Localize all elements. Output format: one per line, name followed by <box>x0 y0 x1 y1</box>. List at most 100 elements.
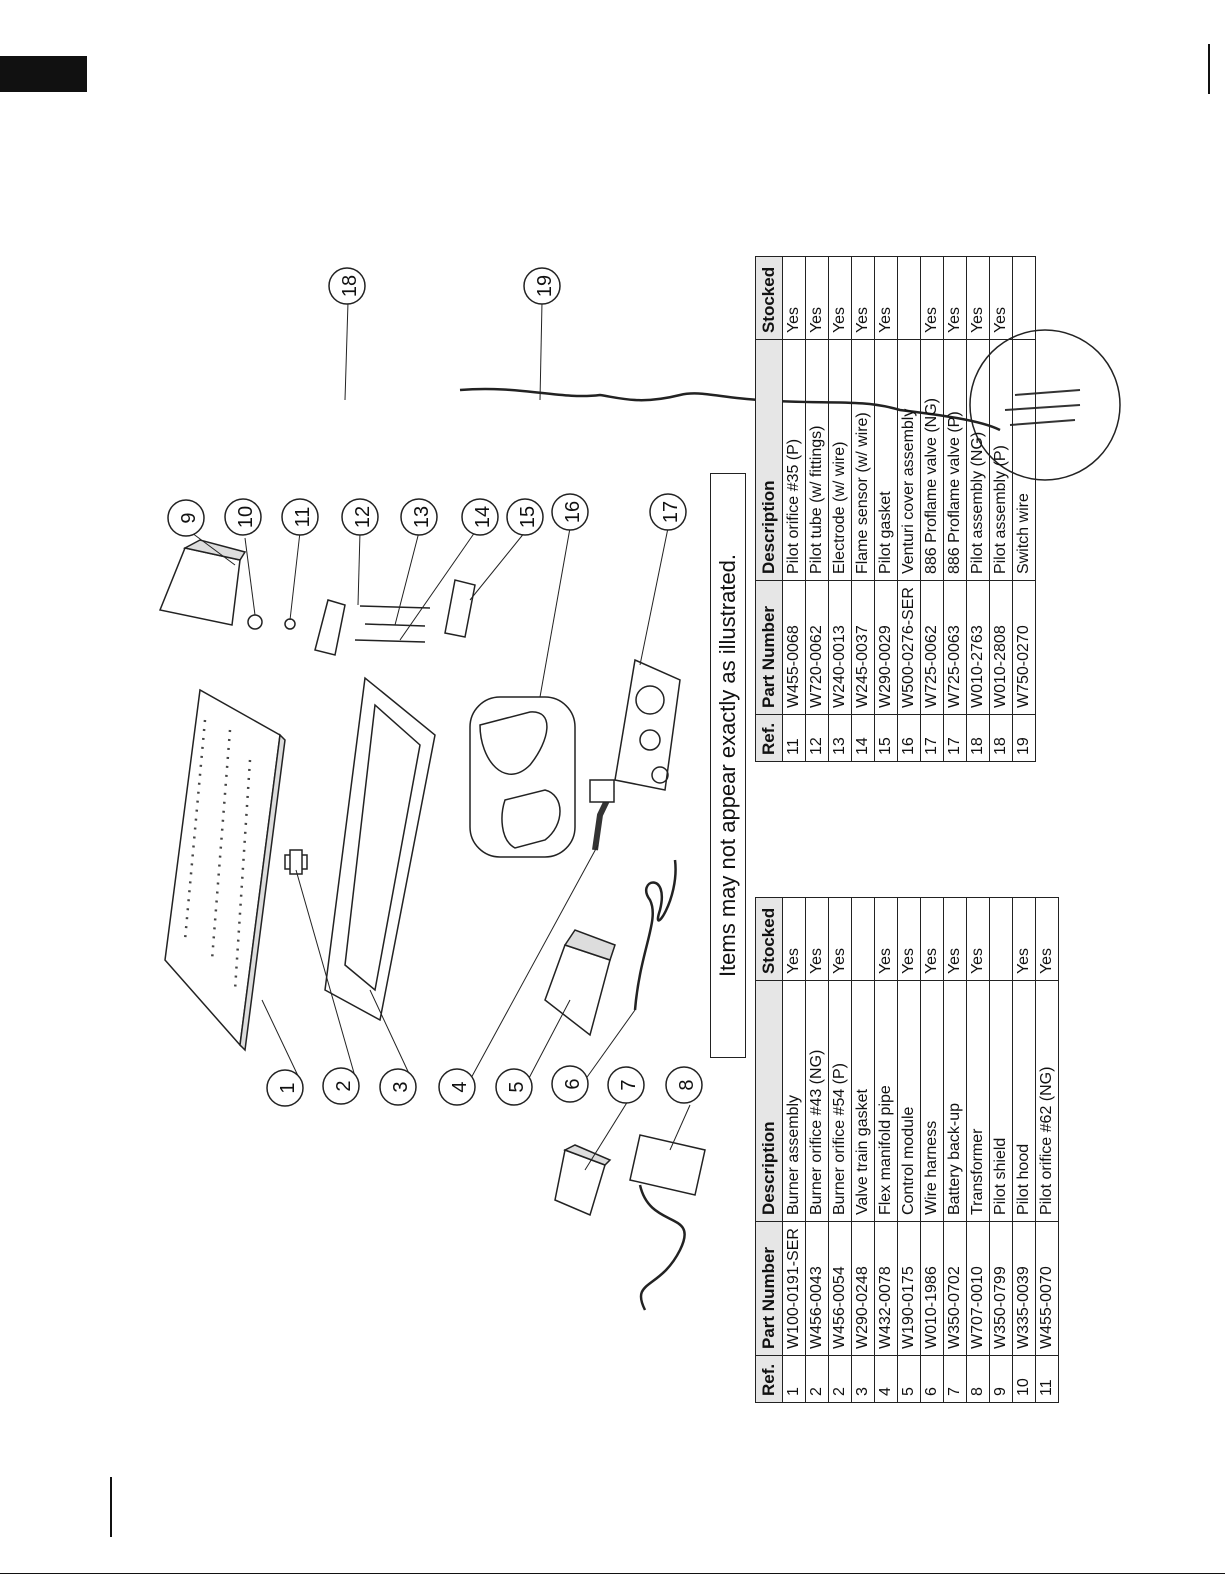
cell-description: Pilot orifice #35 (P) <box>782 339 806 581</box>
col-stocked: Stocked <box>755 256 783 340</box>
cell-stocked: Yes <box>989 256 1013 340</box>
callout-13: 13 <box>400 498 438 536</box>
col-ref: Ref. <box>755 714 783 762</box>
cell-part-number: W010-2808 <box>989 580 1013 715</box>
cell-ref: 18 <box>966 714 990 762</box>
cell-ref: 10 <box>1012 1355 1036 1403</box>
cell-description: Venturi cover assembly <box>897 339 921 581</box>
callout-11: 11 <box>281 498 319 536</box>
svg-text:15: 15 <box>517 506 539 528</box>
cell-description: Burner orifice #43 (NG) <box>805 980 829 1222</box>
cell-description: Pilot assembly (NG) <box>966 339 990 581</box>
cell-stocked <box>897 256 921 340</box>
callout-4: 4 <box>438 1068 476 1106</box>
cell-stocked: Yes <box>920 256 944 340</box>
cell-ref: 13 <box>828 714 852 762</box>
col-description: Description <box>755 339 783 581</box>
battery-backup-part <box>554 1144 612 1217</box>
cell-part-number: W720-0062 <box>805 580 829 715</box>
cell-stocked: Yes <box>851 256 875 340</box>
cell-stocked: Yes <box>874 256 898 340</box>
callout-14: 14 <box>461 498 499 536</box>
callout-16: 16 <box>551 493 589 531</box>
callout-1: 1 <box>266 1069 304 1107</box>
col-part-number: Part Number <box>755 1221 783 1356</box>
cell-part-number: W245-0037 <box>851 580 875 715</box>
svg-text:16: 16 <box>562 501 584 523</box>
cell-part-number: W290-0248 <box>851 1221 875 1356</box>
svg-text:4: 4 <box>449 1081 471 1092</box>
cell-ref: 5 <box>897 1355 921 1403</box>
cell-ref: 18 <box>989 714 1013 762</box>
cell-stocked: Yes <box>943 897 967 981</box>
cell-stocked: Yes <box>874 897 898 981</box>
cell-ref: 14 <box>851 714 875 762</box>
cell-stocked: Yes <box>966 256 990 340</box>
callout-18: 18 <box>328 267 366 305</box>
cell-part-number: W335-0039 <box>1012 1221 1036 1356</box>
burner-orifice-part <box>284 849 308 875</box>
cell-ref: 17 <box>920 714 944 762</box>
proflame-valve-part <box>614 658 681 791</box>
cell-ref: 6 <box>920 1355 944 1403</box>
cell-description: 886 Proflame valve (P) <box>943 339 967 581</box>
cell-part-number: W100-0191-SER <box>782 1221 806 1356</box>
cell-stocked: Yes <box>943 256 967 340</box>
wire-harness-part <box>633 859 677 1011</box>
cell-ref: 12 <box>805 714 829 762</box>
cell-stocked: Yes <box>966 897 990 981</box>
cell-part-number: W290-0029 <box>874 580 898 715</box>
svg-text:7: 7 <box>618 1079 640 1090</box>
venturi-cover-part <box>469 696 576 858</box>
edge-mark <box>110 1477 112 1537</box>
callout-7: 7 <box>607 1066 645 1104</box>
svg-text:18: 18 <box>339 275 361 297</box>
cell-description: Electrode (w/ wire) <box>828 339 852 581</box>
cell-description: Burner orifice #54 (P) <box>828 980 852 1222</box>
valve-train-gasket-part <box>324 676 436 1022</box>
cell-ref: 15 <box>874 714 898 762</box>
pilot-assembly-detail <box>969 329 1121 481</box>
svg-text:12: 12 <box>352 506 374 528</box>
callout-12: 12 <box>341 498 379 536</box>
callout-6: 6 <box>551 1065 589 1103</box>
cell-part-number: W500-0276-SER <box>897 580 921 715</box>
cell-description: Control module <box>897 980 921 1222</box>
cell-description: Switch wire <box>1012 339 1036 581</box>
cell-stocked: Yes <box>1012 897 1036 981</box>
cell-part-number: W456-0043 <box>805 1221 829 1356</box>
svg-text:10: 10 <box>235 506 257 528</box>
cell-stocked <box>851 897 875 981</box>
edge-mark <box>1208 44 1210 94</box>
callout-19: 19 <box>523 267 561 305</box>
svg-text:9: 9 <box>178 512 200 523</box>
cell-part-number: W010-2763 <box>966 580 990 715</box>
cell-stocked: Yes <box>805 256 829 340</box>
section-tab <box>0 56 87 92</box>
cell-description: Pilot shield <box>989 980 1013 1222</box>
cell-stocked: Yes <box>782 256 806 340</box>
table-header: Ref. Part Number Description Stocked <box>755 256 783 762</box>
cell-ref: 4 <box>874 1355 898 1403</box>
cell-stocked: Yes <box>782 897 806 981</box>
cell-ref: 9 <box>989 1355 1013 1403</box>
cell-stocked <box>989 897 1013 981</box>
cell-description: Flex manifold pipe <box>874 980 898 1222</box>
